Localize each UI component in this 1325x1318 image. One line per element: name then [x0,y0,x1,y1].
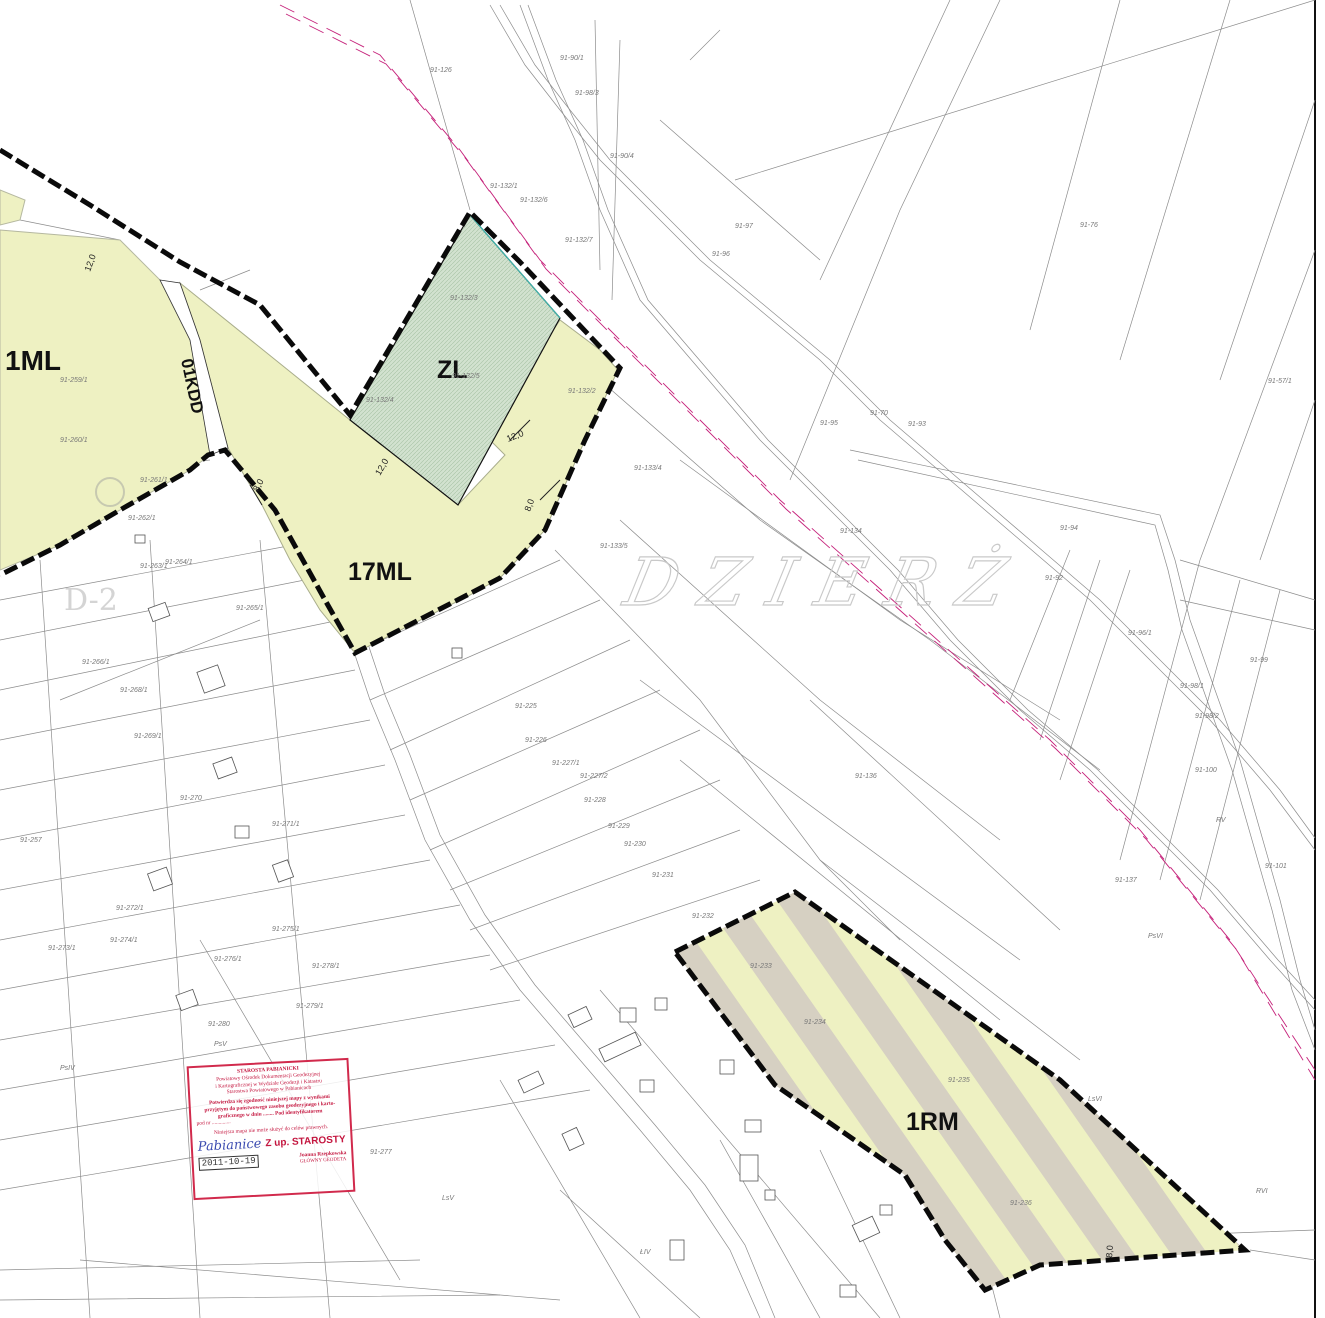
parcel-number: 91-273/1 [48,945,76,952]
parcel-number: PsIV [60,1065,76,1072]
parcel-number: 91-265/1 [236,605,264,612]
parcel-number: 91-132/1 [490,183,518,190]
zone-label-zl: ZL [437,356,468,384]
district-code: D-2 [64,583,118,618]
parcel-number: 91-262/1 [128,515,156,522]
parcel-number: 91-226 [525,737,547,744]
parcel-number: 91-236 [1010,1200,1032,1207]
parcel-number: 91-229 [608,823,630,830]
parcel-number: 91-97 [735,223,754,230]
parcel-number: 91-92 [1045,575,1063,582]
parcel-number: 91-230 [624,841,646,848]
parcel-number: 91-264/1 [165,559,193,566]
parcel-number: RV [1216,817,1227,824]
parcel-number: 91-134 [840,528,862,535]
parcel-number: 91-261/1 [140,477,168,484]
parcel-number: 91-227/2 [580,773,608,780]
parcel-number: 91-126 [430,67,452,74]
parcel-number: 91-90/1 [560,55,584,62]
parcel-number: 91-263/1 [140,563,168,570]
parcel-number: 91-98/2 [1195,713,1219,720]
zone-label-1ml: 1ML [5,345,61,376]
district-ghost-text: DZIERŻ [616,544,1035,621]
parcel-number: 91-272/1 [116,905,144,912]
parcel-number: 91-95 [820,420,838,427]
parcel-number: 91-100 [1195,767,1217,774]
parcel-number: ŁIV [640,1249,652,1256]
zone-1ml-corner [0,189,26,226]
parcel-number: 91-137 [1115,877,1138,884]
dimension-label: 8,0 [522,498,536,513]
zone-1rm-area [675,892,1245,1290]
parcel-number: 91-99 [1250,657,1268,664]
parcel-number: 91-234 [804,1019,826,1026]
parcel-number: 91-280 [208,1021,230,1028]
parcel-number: 91-271/1 [272,821,300,828]
stamp-date: 2011-10-19 [198,1154,260,1172]
parcel-number: 91-231 [652,872,674,879]
parcel-number: 91-76 [1080,222,1098,229]
parcel-number: 91-277 [370,1149,393,1156]
parcel-number: 91-227/1 [552,760,580,767]
parcel-number: RVI [1256,1188,1268,1195]
parcel-number: LsVI [1088,1096,1102,1103]
stamp-signature: Pabianice [197,1136,262,1155]
parcel-number: PsV [214,1041,228,1048]
zone-1ml-area [0,229,211,571]
parcel-number: 91-101 [1265,863,1287,870]
official-stamp: STAROSTA PABIANICKI Powiatowy Ośrodek Do… [186,1057,356,1201]
parcel-number: 91-136 [855,773,877,780]
parcel-number: 91-274/1 [110,937,138,944]
parcel-number: 91-90/4 [610,153,634,160]
zone-label-1rm: 1RM [906,1108,959,1136]
parcel-number: 91-232 [692,913,714,920]
parcel-number: 91-228 [584,797,606,804]
parcel-number: 91-266/1 [82,659,110,666]
parcel-number: 91-268/1 [120,687,148,694]
parcel-number: 91-94 [1060,525,1078,532]
parcel-number: 91-132/6 [520,197,548,204]
parcel-number: 91-275/1 [272,926,300,933]
parcel-number: 91-278/1 [312,963,340,970]
parcel-number: 91-279/1 [296,1003,324,1010]
parcel-number: 91-70 [870,410,888,417]
parcel-number: 91-133/4 [634,465,662,472]
zone-label-17ml: 17ML [348,558,412,586]
plan-boundaries [0,147,1251,1294]
parcel-number: 91-96/1 [1128,630,1152,637]
parcel-number: 91-270 [180,795,202,802]
parcel-number: 91-235 [948,1077,970,1084]
parcel-number: 91-57/1 [1268,378,1292,385]
parcel-number: 91-93 [908,421,926,428]
parcel-number: 91-132/4 [366,397,394,404]
parcel-number: 91-96 [712,251,730,258]
power-line [279,4,1316,1081]
parcel-number: 91-233 [750,963,772,970]
dimension-label: 8,0 [1104,1245,1115,1258]
parcel-number: LsV [442,1195,455,1202]
parcel-number: 91-132/2 [568,388,596,395]
parcel-number: 91-225 [515,703,537,710]
parcel-number: 91-260/1 [60,437,88,444]
parcel-number: 91-132/3 [450,295,478,302]
road-01kdd [159,279,229,456]
parcel-number: 91-132/5 [452,373,480,380]
parcel-number: 91-133/5 [600,543,628,550]
parcel-number: 91-257 [20,837,43,844]
parcel-labels: 91-12691-90/191-98/391-90/491-132/191-13… [20,55,1292,1256]
parcel-number: PsVI [1148,933,1163,940]
parcel-number: 91-269/1 [134,733,162,740]
stamp-zup: Z up. STAROSTY [265,1133,346,1149]
parcel-number: 91-132/7 [565,237,594,244]
parcel-number: 91-98/3 [575,90,599,97]
stamp-signer-title: GŁÓWNY GEODETA [299,1156,347,1165]
parcel-number: 91-98/1 [1180,683,1204,690]
parcel-number: 91-276/1 [214,956,242,963]
parcel-number: 91-259/1 [60,377,88,384]
